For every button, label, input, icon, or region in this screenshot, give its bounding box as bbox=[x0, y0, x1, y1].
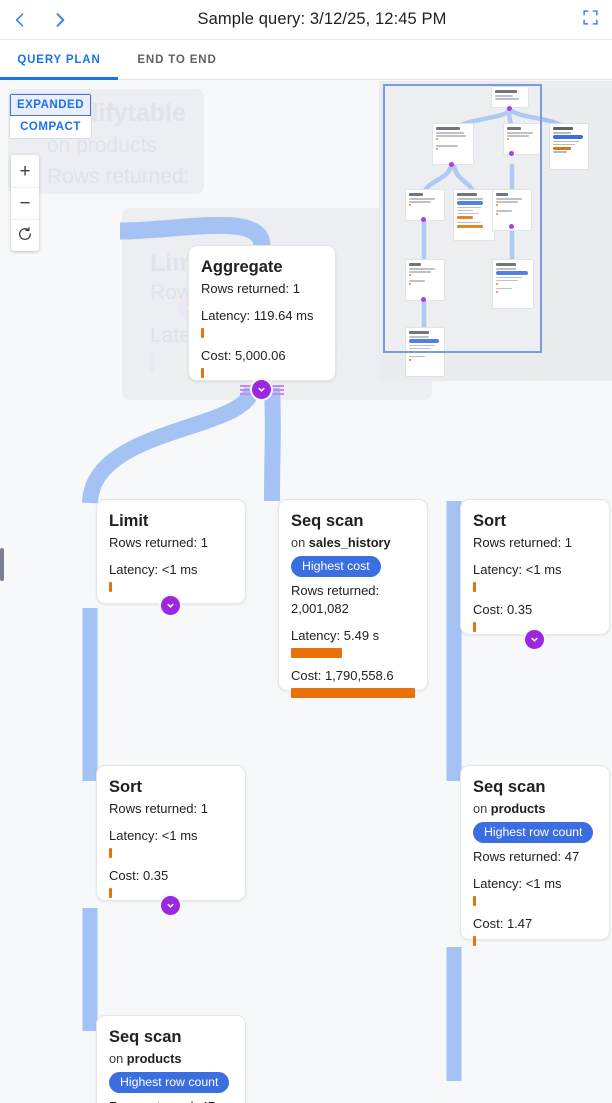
node-rows-returned: Rows returned: 1 bbox=[473, 535, 572, 550]
node-table-name: sales_history bbox=[308, 535, 391, 550]
status-badge-highest-cost: Highest cost bbox=[291, 556, 381, 577]
minimap-node bbox=[453, 189, 495, 241]
node-latency-bar bbox=[109, 848, 112, 858]
chevron-left-icon bbox=[10, 10, 30, 30]
collapse-toggle-sort-left[interactable] bbox=[161, 896, 180, 915]
tab-bar: QUERY PLAN END TO END bbox=[0, 40, 612, 80]
node-cost-bar bbox=[291, 688, 415, 698]
zoom-controls-group: + − bbox=[11, 155, 39, 251]
node-latency-bar bbox=[109, 582, 112, 592]
node-table-line: on products bbox=[473, 799, 597, 818]
node-rows-returned: Rows returned: 47 bbox=[109, 1098, 233, 1103]
node-title: Aggregate bbox=[201, 258, 283, 276]
plan-node-seq-scan-sales-history[interactable]: Seq scan on sales_history Highest cost R… bbox=[278, 499, 428, 698]
minimap-node bbox=[492, 259, 534, 309]
plan-node-sort-right[interactable]: Sort Rows returned: 1 Latency: <1 ms Cos… bbox=[460, 499, 610, 635]
node-title: Sort bbox=[109, 778, 142, 796]
plan-node-limit[interactable]: Limit Rows returned: 1 Latency: <1 ms bbox=[96, 499, 246, 604]
minimap-toggle-dot bbox=[449, 162, 454, 167]
minimap-viewport-rect[interactable] bbox=[383, 84, 542, 353]
tab-query-plan-label: QUERY PLAN bbox=[17, 54, 101, 66]
tab-end-to-end[interactable]: END TO END bbox=[118, 40, 236, 80]
node-cost-bar bbox=[201, 368, 204, 378]
node-rows-returned: Rows returned: 1 bbox=[109, 801, 208, 816]
node-latency-bar bbox=[473, 896, 476, 906]
status-badge-highest-row-count: Highest row count bbox=[109, 1072, 230, 1093]
node-latency: Latency: <1 ms bbox=[109, 828, 198, 843]
node-latency-bar bbox=[201, 328, 204, 338]
minimap-toggle-dot bbox=[421, 217, 426, 222]
reset-view-button[interactable] bbox=[11, 219, 39, 251]
chevron-right-icon bbox=[50, 10, 70, 30]
tab-end-to-end-label: END TO END bbox=[137, 54, 217, 66]
expanded-mode-button[interactable]: EXPANDED bbox=[10, 94, 91, 116]
display-mode-group: EXPANDED COMPACT bbox=[9, 93, 92, 139]
node-latency: Latency: <1 ms bbox=[473, 876, 562, 891]
plan-edges bbox=[82, 216, 462, 1081]
node-on-label: on bbox=[109, 1051, 124, 1066]
minimap-panel[interactable] bbox=[379, 81, 612, 381]
plan-node-sort-left[interactable]: Sort Rows returned: 1 Latency: <1 ms Cos… bbox=[96, 765, 246, 901]
node-table-name: products bbox=[126, 1051, 182, 1066]
node-cost-bar bbox=[109, 888, 112, 898]
minimap-toggle-dot bbox=[509, 224, 514, 229]
collapse-toggle-limit[interactable] bbox=[161, 596, 180, 615]
minimap-toggle-dot bbox=[509, 151, 514, 156]
node-latency-bar bbox=[473, 582, 476, 592]
collapse-toggle-aggregate[interactable] bbox=[252, 380, 271, 399]
node-title: Seq scan bbox=[291, 512, 364, 530]
node-cost: Cost: 0.35 bbox=[473, 602, 533, 617]
node-rows-returned: Rows returned: 47 bbox=[473, 849, 580, 864]
node-cost-bar bbox=[473, 622, 476, 632]
node-rows-returned: Rows returned: bbox=[291, 583, 380, 598]
zoom-out-button[interactable]: − bbox=[11, 187, 39, 219]
fullscreen-button[interactable] bbox=[568, 0, 612, 40]
node-rows-returned: Rows returned: 1 bbox=[109, 535, 208, 550]
plan-node-seq-scan-products-right[interactable]: Seq scan on products Highest row count R… bbox=[460, 765, 610, 946]
plan-node-seq-scan-products-bottom[interactable]: Seq scan on products Highest row count R… bbox=[96, 1015, 246, 1103]
compact-mode-button[interactable]: COMPACT bbox=[10, 116, 91, 138]
node-cost-bar bbox=[473, 936, 476, 946]
canvas-drag-handle[interactable] bbox=[0, 548, 4, 581]
node-rows-returned-value: 2,001,082 bbox=[291, 601, 349, 616]
node-cost: Cost: 1,790,558.6 bbox=[291, 668, 394, 683]
node-cost: Cost: 5,000.06 bbox=[201, 348, 286, 363]
plan-canvas[interactable]: Modifytable on products Rows returned: L… bbox=[0, 81, 612, 1103]
app-header: Sample query: 3/12/25, 12:45 PM bbox=[0, 0, 612, 40]
minimap-toggle-dot bbox=[421, 297, 426, 302]
minimap-node bbox=[549, 123, 589, 170]
forward-button[interactable] bbox=[40, 0, 80, 40]
node-title: Limit bbox=[109, 512, 149, 530]
fullscreen-icon bbox=[582, 9, 599, 31]
status-badge-highest-row-count: Highest row count bbox=[473, 822, 594, 843]
collapse-toggle-sort-right[interactable] bbox=[525, 630, 544, 649]
node-cost: Cost: 1.47 bbox=[473, 916, 533, 931]
node-title: Sort bbox=[473, 512, 506, 530]
node-table-line: on products bbox=[109, 1049, 233, 1068]
node-latency: Latency: 5.49 s bbox=[291, 628, 380, 643]
node-title: Seq scan bbox=[473, 778, 546, 796]
back-button[interactable] bbox=[0, 0, 40, 40]
node-latency: Latency: <1 ms bbox=[109, 562, 198, 577]
minimap-node bbox=[405, 259, 445, 301]
node-rows-returned: Rows returned: 1 bbox=[201, 281, 300, 296]
page-title: Sample query: 3/12/25, 12:45 PM bbox=[197, 10, 447, 28]
zoom-in-button[interactable]: + bbox=[19, 160, 31, 182]
node-latency-bar bbox=[291, 648, 342, 658]
node-on-label: on bbox=[291, 535, 306, 550]
node-on-label: on bbox=[473, 801, 488, 816]
node-table-name: products bbox=[490, 801, 546, 816]
ghost-bar bbox=[150, 353, 154, 371]
tab-query-plan[interactable]: QUERY PLAN bbox=[0, 40, 118, 80]
minimap-toggle-dot bbox=[507, 106, 512, 111]
plan-node-aggregate[interactable]: Aggregate Rows returned: 1 Latency: 119.… bbox=[188, 245, 336, 381]
reset-rotate-icon bbox=[17, 226, 33, 246]
node-table-line: on sales_history bbox=[291, 533, 415, 552]
node-title: Seq scan bbox=[109, 1028, 182, 1046]
minimap-node bbox=[503, 123, 541, 155]
node-latency: Latency: 119.64 ms bbox=[201, 308, 314, 323]
node-latency: Latency: <1 ms bbox=[473, 562, 562, 577]
node-cost: Cost: 0.35 bbox=[109, 868, 169, 883]
